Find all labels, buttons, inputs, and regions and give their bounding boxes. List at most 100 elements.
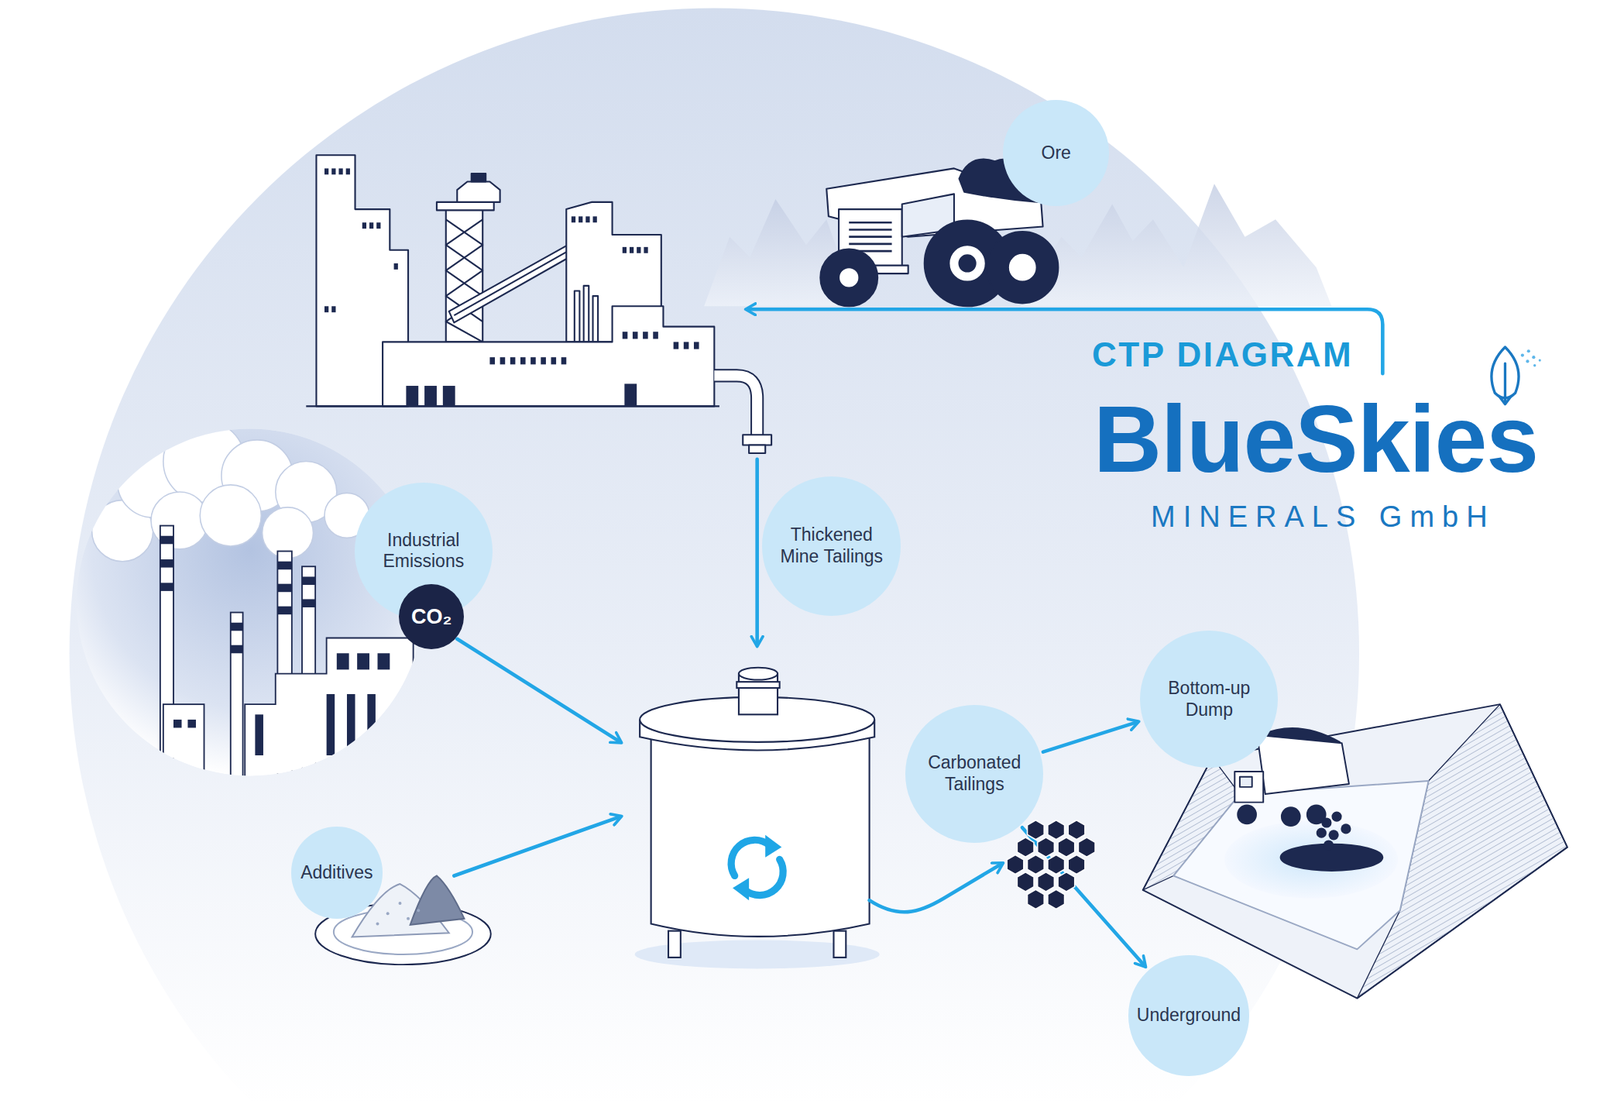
power-plant-part-part: [160, 582, 174, 591]
carbonate-hexagon: [1027, 854, 1045, 874]
factory-part-part: [530, 357, 536, 364]
factory-part-part: [561, 357, 567, 364]
carbonate-hexagon: [1047, 889, 1065, 909]
factory-part-part: [331, 168, 336, 175]
factory-part-part: [489, 357, 495, 364]
carbonate-hexagon: [1047, 854, 1065, 874]
hex-cluster: [1006, 820, 1096, 910]
node-label: Thickened Mine Tailings: [773, 524, 890, 567]
dump-site-part: [1261, 727, 1340, 742]
power-plant-part-part: [302, 598, 316, 608]
reactor-tank-part: [732, 834, 782, 900]
flow-arrow: [1022, 827, 1145, 966]
haul-truck-part: [1008, 253, 1037, 282]
label-circle: Underground: [1128, 954, 1249, 1075]
dump-site-part: [1234, 771, 1264, 803]
factory-part-part: [551, 357, 557, 364]
chemical-formula: CO₂: [411, 604, 453, 629]
power-plant-part-part: [199, 484, 261, 546]
haul-truck-part: [848, 222, 892, 251]
power-plant-part-part: [302, 576, 316, 585]
brand-subtitle: MINERALS GmbH: [1150, 501, 1496, 532]
logo-leaf-part-part: [1538, 359, 1542, 362]
factory-part-part: [622, 331, 629, 339]
factory-part: [446, 209, 483, 342]
label-circle: Bottom-up Dump: [1139, 630, 1278, 769]
label-circle: Additives: [291, 826, 384, 919]
factory-part-part: [585, 216, 590, 223]
reactor-tank-part-part: [731, 839, 770, 876]
factory-part: [446, 219, 483, 342]
factory-part-part: [324, 168, 329, 175]
flow-arrows-part: [869, 863, 1003, 913]
brand-name: BlueSkies: [1093, 391, 1539, 487]
dump-site-part: [1281, 806, 1301, 826]
node-label: Carbonated Tailings: [916, 751, 1033, 795]
carbonate-hexagon: [1037, 837, 1055, 857]
flow-arrow: [1043, 721, 1138, 752]
factory-part-part: [636, 247, 641, 254]
carbonate-hexagon: [1078, 837, 1096, 857]
node-label: Ore: [1041, 142, 1072, 165]
factory-part: [714, 375, 757, 437]
haul-truck-part-part: [848, 228, 892, 231]
haul-truck-part: [986, 231, 1058, 303]
power-plant-part-part: [254, 714, 264, 756]
diagram-title: CTP DIAGRAM: [1091, 337, 1353, 372]
reactor-tank: [635, 667, 880, 969]
factory-part-part: [510, 357, 516, 364]
factory-part-part: [683, 341, 690, 349]
logo-leaf-part-part: [1527, 349, 1531, 353]
additives-plate-part-part: [386, 911, 390, 915]
power-plant-part-part: [230, 612, 244, 781]
factory-part-part: [673, 341, 680, 349]
flow-arrows-part: [746, 309, 1383, 374]
dump-site-part: [1237, 805, 1257, 825]
haul-truck-part-part: [848, 243, 892, 246]
factory-part-part: [643, 247, 648, 254]
carbonate-hexagon: [1016, 837, 1034, 857]
factory-part: [471, 173, 486, 182]
carbonate-hexagon: [1057, 872, 1075, 892]
logo-leaf-part-part: [1525, 359, 1529, 363]
factory-part-part: [693, 341, 700, 349]
additives-plate-part-part: [416, 908, 420, 912]
factory-part-part: [642, 331, 649, 339]
background-dome: [69, 8, 1360, 1114]
dump-site-part-part: [1316, 827, 1327, 838]
factory-part-part: [394, 263, 399, 270]
factory-part: [405, 331, 699, 406]
factory-part: [456, 181, 500, 203]
reactor-tank-part-part: [765, 834, 782, 858]
factory-part: [583, 285, 590, 342]
power-plant-part-part: [160, 559, 174, 568]
factory-part-part: [424, 385, 437, 406]
dump-site-part-part: [1331, 810, 1342, 821]
carbonate-hexagon: [1037, 872, 1055, 892]
factory-part-part: [376, 222, 381, 229]
power-plant-part-part: [160, 535, 174, 545]
power-plant-part-part: [367, 693, 376, 756]
factory-part: [436, 202, 495, 211]
reactor-tank-part: [738, 667, 778, 680]
dump-site-part: [1173, 780, 1429, 949]
factory-part-part: [578, 216, 583, 223]
carbonate-hexagon: [1016, 872, 1034, 892]
reactor-tank-part: [833, 930, 846, 958]
power-plant-part-part: [277, 583, 292, 593]
power-plant-part-part: [336, 652, 350, 670]
dump-site-part-part: [1340, 823, 1351, 834]
logo-leaf-part-part: [1531, 355, 1535, 359]
additives-plate-part: [376, 901, 421, 925]
factory-part: [382, 305, 715, 406]
logo-leaf-part: [1521, 349, 1542, 367]
additives-plate-part-part: [398, 901, 402, 905]
factory-part-part: [500, 357, 506, 364]
label-circle: Carbonated Tailings: [905, 704, 1044, 843]
dump-site-part: [1224, 820, 1398, 898]
factory-part-part: [629, 247, 634, 254]
factory: [305, 154, 772, 454]
factory-part: [714, 375, 757, 437]
factory-part-part: [346, 168, 351, 175]
